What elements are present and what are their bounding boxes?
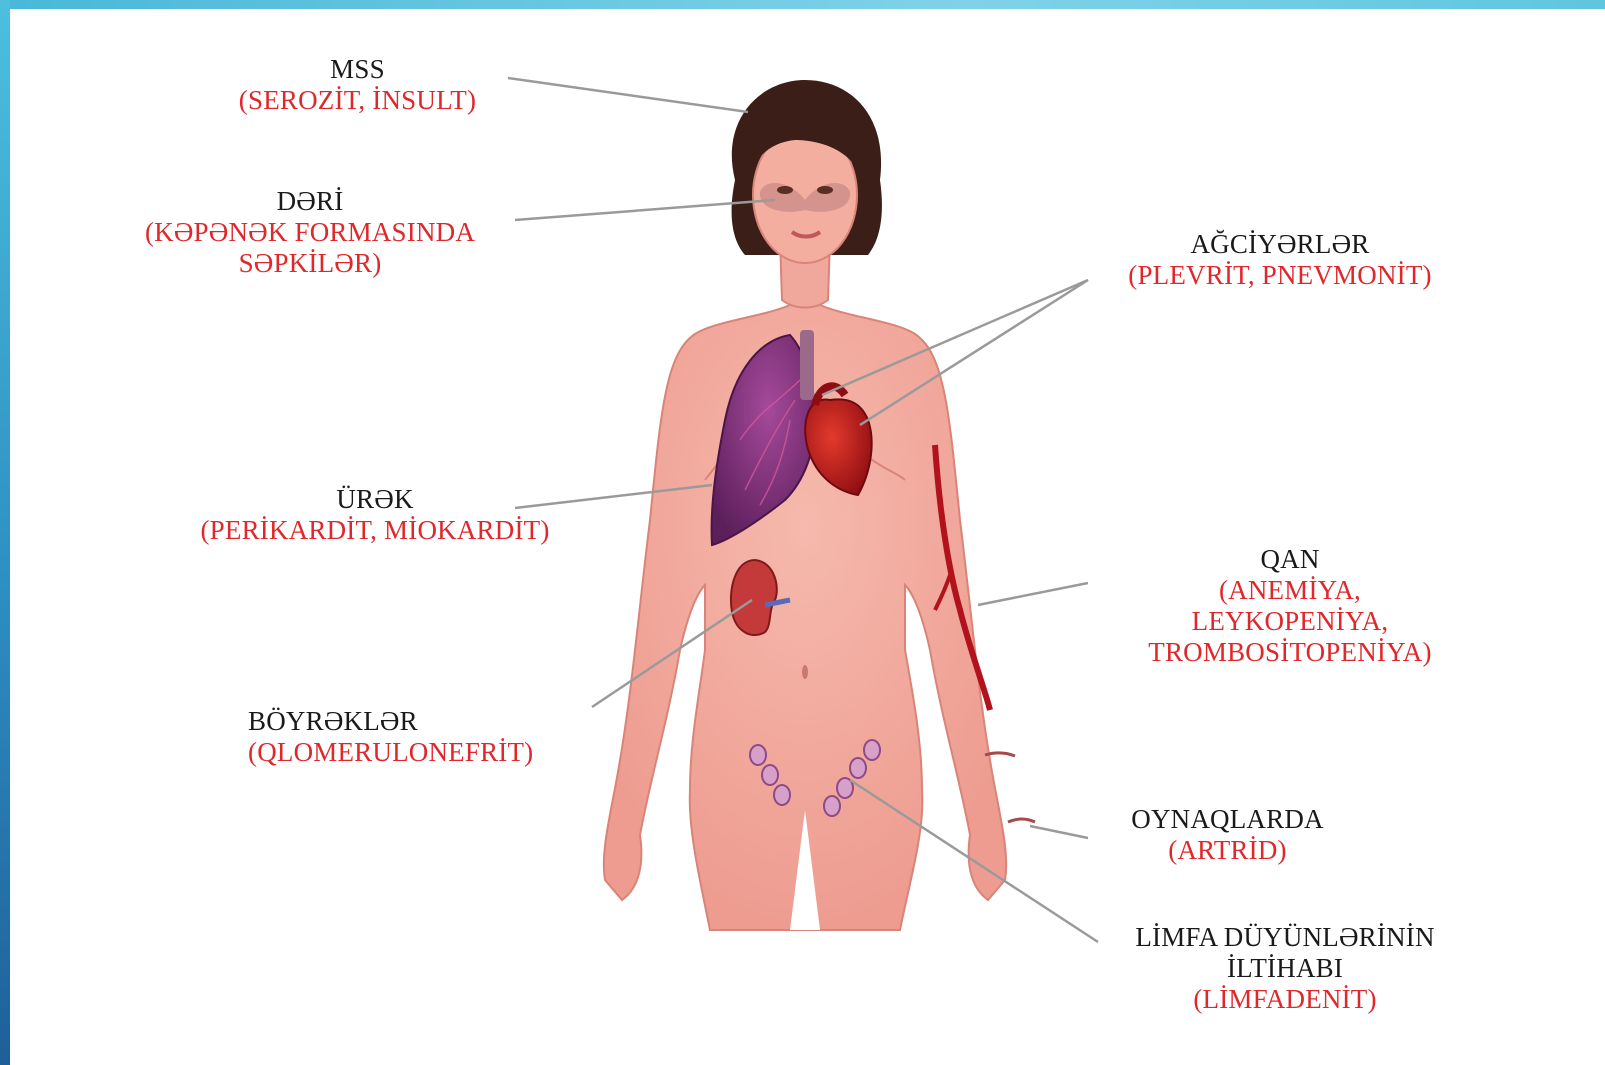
disease-oynaq: (ARTRİD)	[1100, 835, 1355, 866]
head	[732, 80, 882, 263]
label-urek: ÜRƏK (PERİKARDİT, MİOKARDİT)	[175, 484, 575, 546]
organ-name-limfa-line1: LİMFA DÜYÜNLƏRİNİN	[1080, 922, 1490, 953]
disease-mss: (SEROZİT, İNSULT)	[200, 85, 515, 116]
disease-urek: (PERİKARDİT, MİOKARDİT)	[175, 515, 575, 546]
organ-name-mss: MSS	[200, 54, 515, 85]
finger-joint-icon	[1008, 819, 1035, 822]
leader-line-mss	[508, 78, 748, 112]
disease-qan-line1: (ANEMİYA,	[1105, 575, 1475, 606]
label-deri: DƏRİ (KƏPƏNƏK FORMASINDA SƏPKİLƏR)	[110, 186, 510, 279]
disease-boyrek: (QLOMERULONEFRİT)	[248, 737, 588, 768]
label-limfa: LİMFA DÜYÜNLƏRİNİN İLTİHABI (LİMFADENİT)	[1080, 922, 1490, 1015]
trachea-icon	[800, 330, 814, 400]
disease-limfa: (LİMFADENİT)	[1080, 984, 1490, 1015]
organ-name-qan: QAN	[1105, 544, 1475, 575]
organ-name-deri: DƏRİ	[110, 186, 510, 217]
disease-deri-line2: SƏPKİLƏR)	[110, 248, 510, 279]
label-mss: MSS (SEROZİT, İNSULT)	[200, 54, 515, 116]
label-boyrek: BÖYRƏKLƏR (QLOMERULONEFRİT)	[248, 706, 588, 768]
leader-line-qan	[978, 583, 1088, 605]
organ-name-agciyer: AĞCİYƏRLƏR	[1100, 229, 1460, 260]
label-agciyer: AĞCİYƏRLƏR (PLEVRİT, PNEVMONİT)	[1100, 229, 1460, 291]
disease-deri-line1: (KƏPƏNƏK FORMASINDA	[110, 217, 510, 248]
label-oynaq: OYNAQLARDA (ARTRİD)	[1100, 804, 1355, 866]
disease-qan-line3: TROMBOSİTOPENİYA)	[1105, 637, 1475, 668]
leader-line-oynaq	[1030, 826, 1088, 838]
organ-name-urek: ÜRƏK	[175, 484, 575, 515]
label-qan: QAN (ANEMİYA, LEYKOPENİYA, TROMBOSİTOPEN…	[1105, 544, 1475, 668]
disease-qan-line2: LEYKOPENİYA,	[1105, 606, 1475, 637]
organ-name-oynaq: OYNAQLARDA	[1100, 804, 1355, 835]
organ-name-boyrek: BÖYRƏKLƏR	[248, 706, 588, 737]
disease-agciyer: (PLEVRİT, PNEVMONİT)	[1100, 260, 1460, 291]
organ-name-limfa-line2: İLTİHABI	[1080, 953, 1490, 984]
